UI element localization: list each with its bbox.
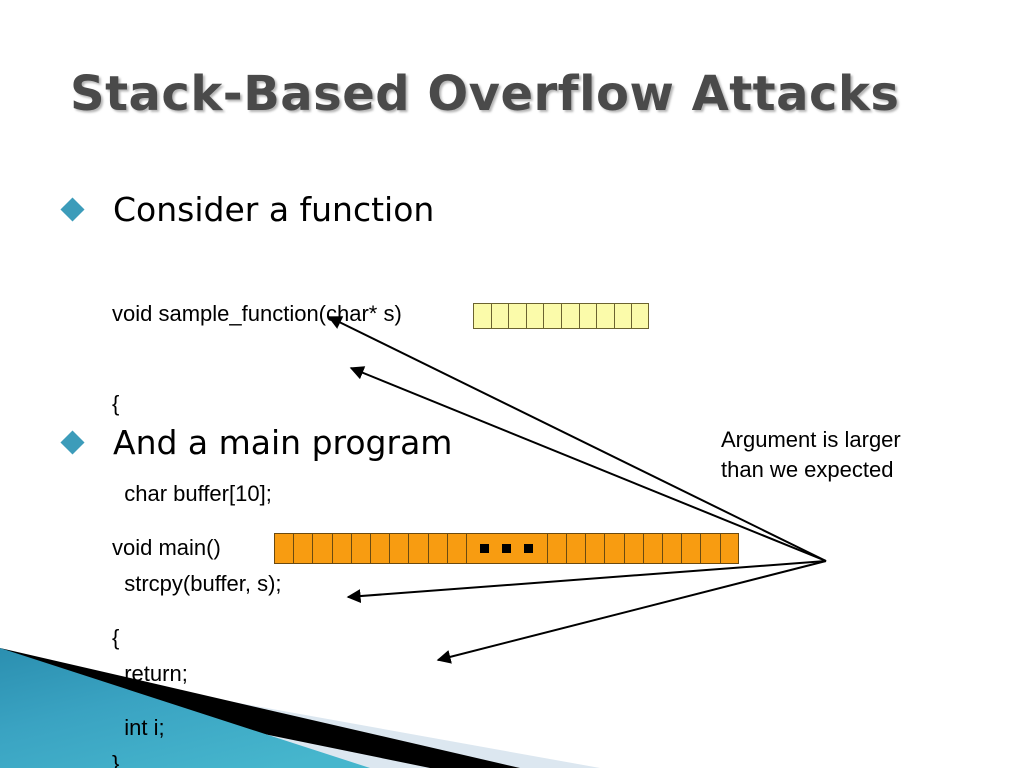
buffer-cell: [631, 303, 649, 329]
page-title: Stack-Based Overflow Attacks: [70, 66, 900, 122]
buffer-memory-bar: [473, 303, 649, 329]
temp-cell: [700, 533, 720, 564]
code-line: {: [112, 391, 120, 416]
temp-cell: [719, 533, 739, 564]
temp-cell: [331, 533, 351, 564]
temp-cell: [274, 533, 294, 564]
code-line: char buffer[10];: [112, 481, 272, 506]
temp-cell: [585, 533, 605, 564]
temp-cell: [681, 533, 701, 564]
buffer-cell: [508, 303, 526, 329]
temp-cell: [312, 533, 332, 564]
buffer-cell: [473, 303, 491, 329]
code-line: return;: [112, 661, 188, 686]
bullet-item-and-a-main-program: And a main program: [60, 423, 453, 462]
code-block-main: void main() { int i; char temp[200]; for…: [112, 473, 412, 768]
temp-cell: [408, 533, 428, 564]
temp-cell: [546, 533, 567, 564]
buffer-cell: [560, 303, 579, 329]
buffer-cell: [596, 303, 614, 329]
code-line: void sample_function(char* s): [112, 301, 402, 326]
temp-ellipsis-region: [465, 533, 547, 564]
temp-memory-bar: [274, 533, 739, 564]
temp-cell: [293, 533, 313, 564]
temp-cell: [642, 533, 662, 564]
diamond-bullet-icon: [60, 430, 85, 455]
ellipsis-dot-icon: [524, 544, 534, 553]
buffer-cell: [578, 303, 597, 329]
temp-cell: [623, 533, 643, 564]
bullet-label: And a main program: [113, 423, 453, 462]
arrow-to-for-loop: [346, 560, 827, 604]
buffer-cell: [613, 303, 632, 329]
callout-note-text: Argument is larger than we expected: [721, 427, 901, 482]
code-line: strcpy(buffer, s);: [112, 571, 282, 596]
ellipsis-dot-icon: [480, 544, 490, 553]
buffer-cell: [525, 303, 544, 329]
code-line: {: [112, 625, 120, 650]
buffer-cell: [490, 303, 509, 329]
temp-cell: [350, 533, 370, 564]
bullet-label: Consider a function: [113, 190, 435, 229]
temp-cell: [566, 533, 586, 564]
temp-cell: [446, 533, 466, 564]
temp-cell: [389, 533, 409, 564]
temp-cell: [369, 533, 390, 564]
buffer-cell: [543, 303, 561, 329]
temp-cell: [604, 533, 624, 564]
bullet-item-consider-a-function: Consider a function: [60, 190, 435, 229]
code-line: void main(): [112, 535, 221, 560]
ellipsis-dot-icon: [502, 544, 512, 553]
temp-cell: [662, 533, 682, 564]
code-line: }: [112, 751, 120, 768]
diamond-bullet-icon: [60, 197, 85, 222]
arrow-to-sample-function-call: [436, 560, 827, 664]
code-line: int i;: [112, 715, 165, 740]
temp-cell: [427, 533, 447, 564]
